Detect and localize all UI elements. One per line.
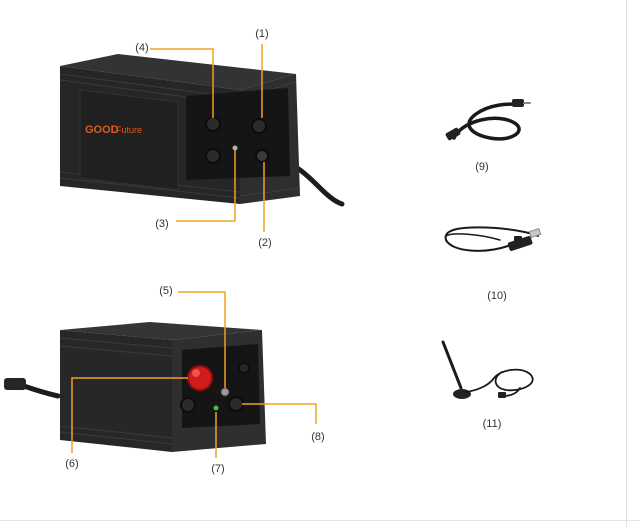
usb-communication-cable-icon [444,226,542,252]
callout-label-10: (10) [487,290,507,302]
callout-label-3: (3) [155,218,169,230]
callout-label-9: (9) [475,161,489,173]
callout-leaders-bottom [71,291,317,458]
right-border [626,0,627,528]
bottom-border [0,520,640,521]
brand-logo: GOOD [85,124,119,136]
power-cable-icon [445,99,531,141]
callout-label-2: (2) [258,237,272,249]
callout-label-7: (7) [211,463,225,475]
wifi-antenna-icon [441,340,534,399]
brand-logo-sub: Future [116,125,142,135]
battery-unit-rear-icon [4,322,266,452]
callout-label-6: (6) [65,458,79,470]
callout-leaders-top [150,44,265,232]
callout-label-8: (8) [311,431,325,443]
callout-label-11: (11) [482,418,502,430]
callout-label-1: (1) [255,28,269,40]
callout-label-4: (4) [135,42,149,54]
callout-label-5: (5) [159,285,173,297]
battery-unit-front-icon: GOOD Future [59,54,345,207]
